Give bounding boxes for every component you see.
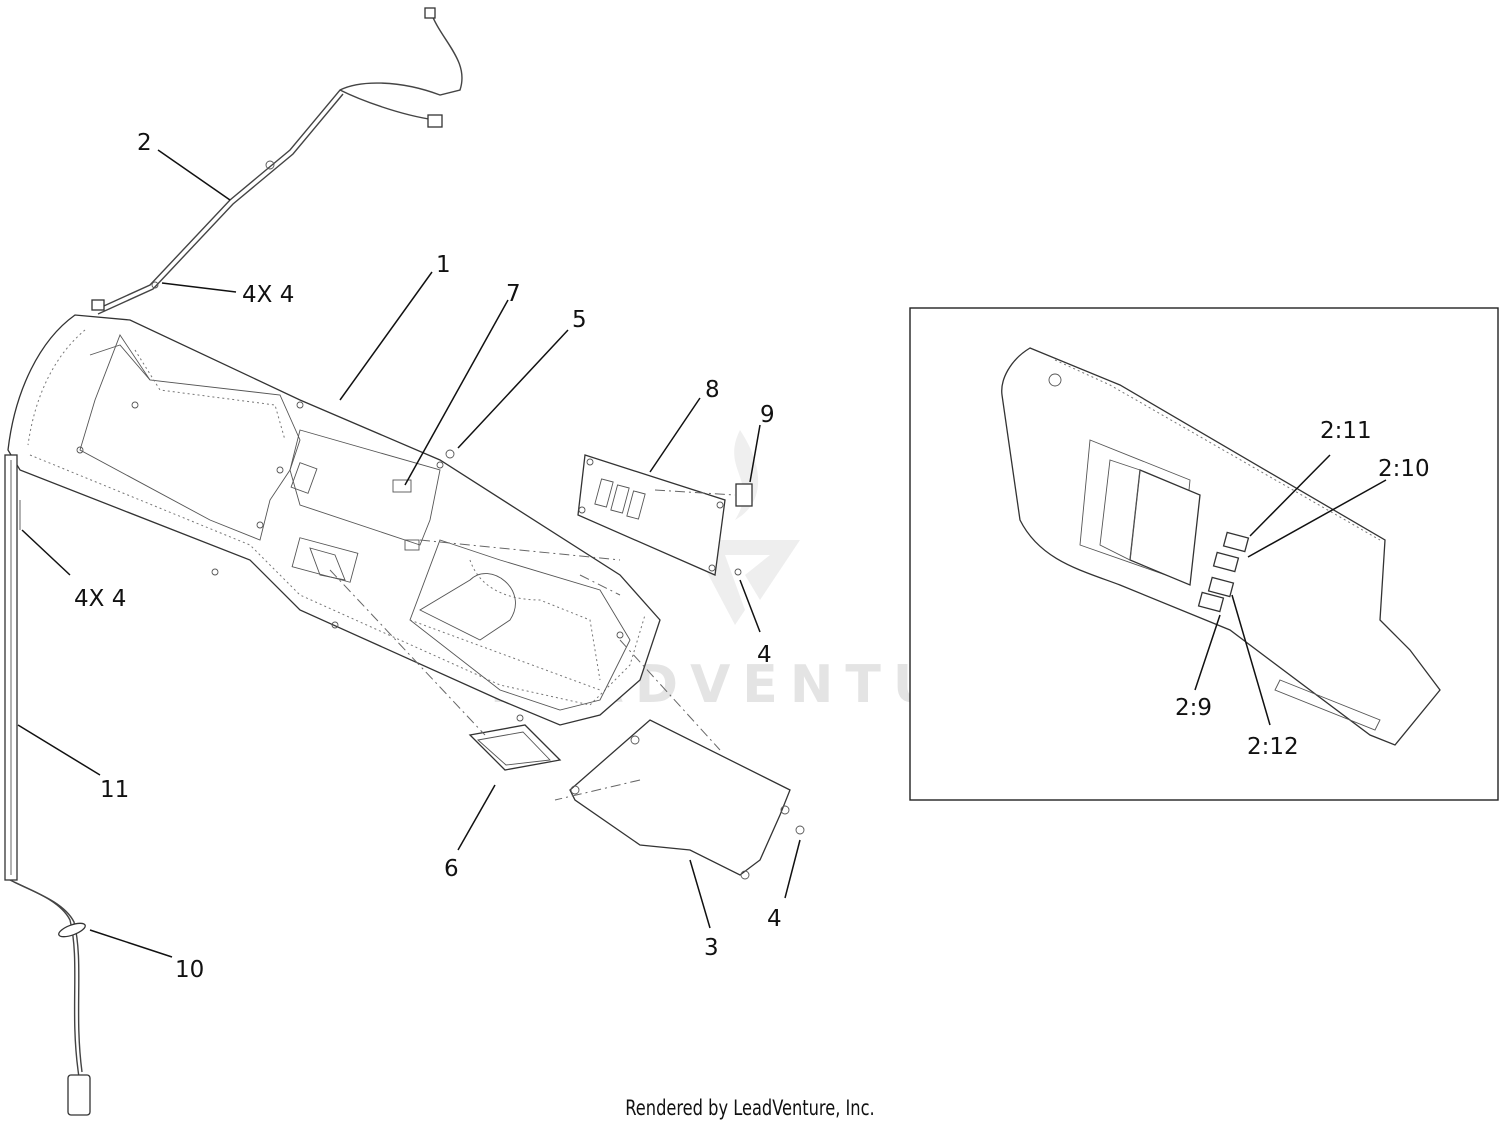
callout-4x4-top: 4X 4 [242, 282, 294, 308]
callout-4-right: 4 [757, 642, 772, 668]
callout-2: 2 [137, 130, 152, 156]
detail-inset: 2:11 2:10 2:9 2:12 [909, 307, 1499, 801]
watermark-logo-icon [690, 540, 800, 625]
cover-plate [569, 719, 805, 880]
callout-10: 10 [175, 957, 204, 983]
callout-1: 1 [436, 252, 451, 278]
callout-5: 5 [572, 307, 587, 333]
callout-6: 6 [444, 856, 459, 882]
callout-7: 7 [506, 281, 521, 307]
callout-8: 8 [705, 377, 720, 403]
leaders [17, 149, 801, 958]
callout-4x4-left: 4X 4 [74, 586, 126, 612]
switch-plate [577, 454, 753, 576]
callout-2-10: 2:10 [1378, 456, 1430, 482]
dash-panel [7, 314, 661, 726]
callout-2-11: 2:11 [1320, 418, 1372, 444]
wire-harness [91, 7, 463, 315]
callout-11: 11 [100, 777, 129, 803]
light-bar [4, 454, 91, 1116]
callout-9: 9 [760, 402, 775, 428]
callout-2-9: 2:9 [1175, 695, 1212, 721]
callout-3: 3 [704, 935, 719, 961]
callout-4-bottom: 4 [767, 906, 782, 932]
bezel [468, 724, 562, 771]
assembly-lines [329, 489, 736, 801]
callout-2-12: 2:12 [1247, 734, 1299, 760]
render-credit: Rendered by LeadVenture, Inc. [625, 1096, 875, 1120]
callouts: 2 4X 4 1 7 5 8 9 4 4X 4 11 10 6 3 4 [74, 130, 782, 983]
